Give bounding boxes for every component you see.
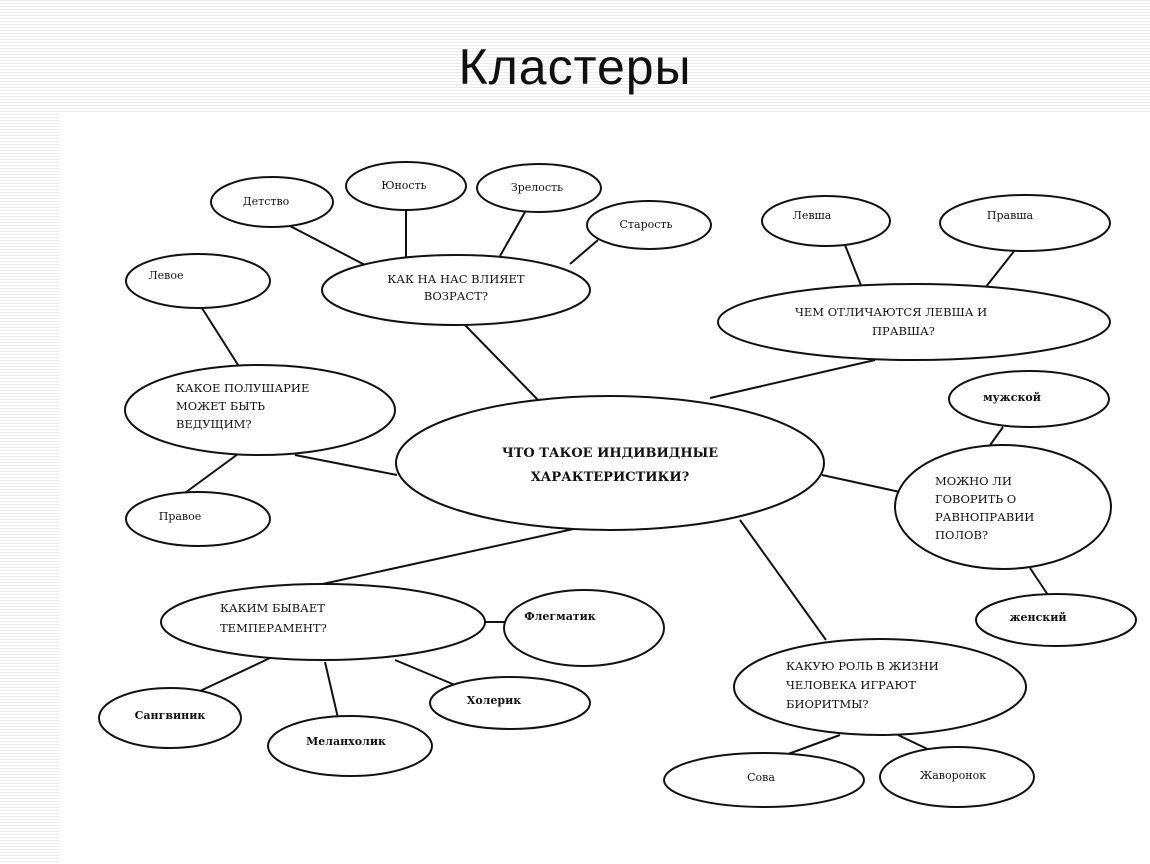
- handedness-item-left: Левша: [761, 195, 891, 247]
- edge-hemisphere-left: [199, 304, 241, 369]
- gender-item-female: женский: [975, 593, 1137, 647]
- gender-question-line-1: МОЖНО ЛИ: [935, 474, 1012, 488]
- temperament-item-melancholic: Меланхолик: [267, 715, 433, 777]
- hemisphere-question-line-3: ВЕДУЩИМ?: [176, 417, 252, 431]
- age-item-youth: Юность: [345, 161, 467, 211]
- temperament-item-sanguine-label: Сангвиник: [135, 709, 206, 722]
- hemisphere-item-left: Левое: [125, 253, 271, 309]
- biorhythms-question-line-1: КАКУЮ РОЛЬ В ЖИЗНИ: [786, 659, 939, 673]
- age-item-old: Старость: [586, 200, 712, 250]
- gender-item-male-label: мужской: [983, 391, 1041, 404]
- temperament-item-melancholic-label: Меланхолик: [306, 735, 386, 748]
- biorhythms-question-line-3: БИОРИТМЫ?: [786, 697, 869, 711]
- edge-center-age: [461, 321, 539, 401]
- temperament-question-node: КАКИМ БЫВАЕТ ТЕМПЕРАМЕНТ?: [160, 583, 486, 661]
- age-question-node: КАК НА НАС ВЛИЯЕТ ВОЗРАСТ?: [321, 254, 591, 326]
- edge-handedness-left: [844, 244, 863, 289]
- age-item-childhood: Детство: [210, 176, 334, 228]
- edge-age-old: [569, 239, 599, 265]
- edge-age-maturity: [499, 211, 526, 257]
- edge-center-biorhythms: [739, 519, 827, 641]
- edge-center-gender: [821, 474, 901, 493]
- handedness-item-left-label: Левша: [793, 209, 832, 222]
- edge-center-handedness: [709, 359, 876, 399]
- hemisphere-question-line-2: МОЖЕТ БЫТЬ: [176, 399, 265, 413]
- edge-gender-female: [1029, 567, 1049, 596]
- center-node: ЧТО ТАКОЕ ИНДИВИДНЫЕ ХАРАКТЕРИСТИКИ?: [395, 395, 825, 531]
- hemisphere-question-line-1: КАКОЕ ПОЛУШАРИЕ: [176, 381, 309, 395]
- hemisphere-item-right-label: Правое: [159, 510, 202, 523]
- temperament-question-line-1: КАКИМ БЫВАЕТ: [220, 601, 325, 615]
- age-item-maturity-label: Зрелость: [511, 181, 563, 194]
- age-item-youth-label: Юность: [381, 179, 426, 192]
- biorhythms-question-node: КАКУЮ РОЛЬ В ЖИЗНИ ЧЕЛОВЕКА ИГРАЮТ БИОРИ…: [733, 638, 1027, 736]
- biorhythms-item-owl: Сова: [663, 752, 865, 808]
- edge-handedness-right: [984, 249, 1016, 289]
- handedness-question-line-1: ЧЕМ ОТЛИЧАЮТСЯ ЛЕВША И: [795, 305, 987, 319]
- temperament-item-choleric: Холерик: [429, 676, 591, 730]
- temperament-item-sanguine: Сангвиник: [98, 687, 242, 749]
- gender-question-line-2: ГОВОРИТЬ О: [935, 492, 1016, 506]
- age-item-childhood-label: Детство: [243, 195, 290, 208]
- biorhythms-item-owl-label: Сова: [747, 771, 775, 784]
- gender-question-line-3: РАВНОПРАВИИ: [935, 510, 1034, 524]
- gender-item-male: мужской: [948, 370, 1110, 428]
- age-item-old-label: Старость: [620, 218, 673, 231]
- gender-item-female-label: женский: [1009, 611, 1066, 624]
- hemisphere-question-node: КАКОЕ ПОЛУШАРИЕ МОЖЕТ БЫТЬ ВЕДУЩИМ?: [124, 364, 396, 456]
- diagram-area: ЧТО ТАКОЕ ИНДИВИДНЫЕ ХАРАКТЕРИСТИКИ? КАК…: [60, 112, 1150, 864]
- age-question-line-2: ВОЗРАСТ?: [424, 289, 488, 303]
- handedness-question-line-2: ПРАВША?: [872, 324, 935, 338]
- handedness-item-right-label: Правша: [987, 209, 1034, 222]
- edge-age-childhood: [289, 225, 366, 266]
- center-line-2: ХАРАКТЕРИСТИКИ?: [531, 470, 690, 485]
- hemisphere-item-left-label: Левое: [148, 269, 183, 282]
- biorhythms-item-lark-label: Жаворонок: [920, 769, 986, 782]
- edge-center-temperament: [317, 527, 579, 586]
- edge-temperament-sanguine: [197, 657, 271, 693]
- temperament-item-phlegmatic: Флегматик: [503, 589, 665, 667]
- edges: [177, 206, 1049, 758]
- gender-question-node: МОЖНО ЛИ ГОВОРИТЬ О РАВНОПРАВИИ ПОЛОВ?: [894, 444, 1112, 570]
- hemisphere-item-right: Правое: [125, 491, 271, 547]
- age-item-maturity: Зрелость: [476, 163, 602, 213]
- age-question-line-1: КАК НА НАС ВЛИЯЕТ: [387, 272, 525, 286]
- cluster-diagram: ЧТО ТАКОЕ ИНДИВИДНЫЕ ХАРАКТЕРИСТИКИ? КАК…: [98, 161, 1137, 808]
- edge-temperament-melancholic: [324, 661, 339, 719]
- temperament-question-line-2: ТЕМПЕРАМЕНТ?: [220, 621, 327, 635]
- temperament-item-choleric-label: Холерик: [467, 694, 521, 707]
- edge-center-hemisphere: [294, 454, 398, 476]
- gender-question-line-4: ПОЛОВ?: [935, 528, 988, 542]
- title-band: Кластеры: [0, 0, 1150, 112]
- edge-hemisphere-right: [177, 453, 239, 499]
- slide-title: Кластеры: [458, 39, 692, 95]
- handedness-question-node: ЧЕМ ОТЛИЧАЮТСЯ ЛЕВША И ПРАВША?: [717, 283, 1111, 361]
- temperament-item-phlegmatic-label: Флегматик: [524, 610, 596, 623]
- handedness-item-right: Правша: [939, 194, 1111, 252]
- center-line-1: ЧТО ТАКОЕ ИНДИВИДНЫЕ: [502, 446, 718, 461]
- edge-temperament-choleric: [394, 659, 456, 686]
- biorhythms-item-lark: Жаворонок: [879, 746, 1035, 808]
- biorhythms-question-line-2: ЧЕЛОВЕКА ИГРАЮТ: [786, 678, 916, 692]
